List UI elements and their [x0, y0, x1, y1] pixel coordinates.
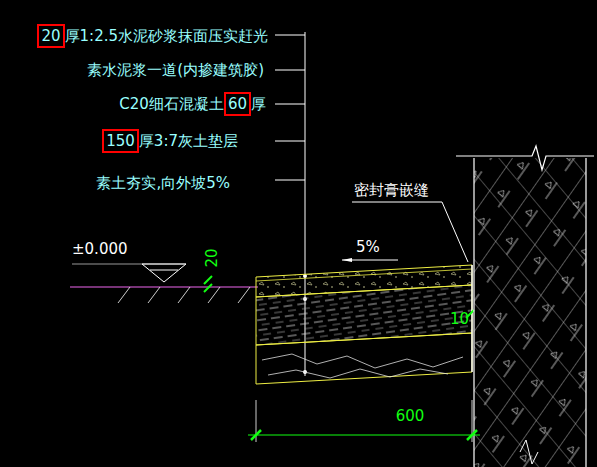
- layer-note: 厚: [251, 95, 266, 113]
- slope-label: 5%: [356, 238, 380, 256]
- elevation-label: ±0.000: [72, 240, 128, 258]
- note-row: 素土夯实,向外坡5%: [96, 174, 230, 192]
- sealant-note: 密封膏嵌缝: [354, 181, 429, 199]
- note-row: C20细石混凝土60厚: [119, 92, 266, 116]
- highlighted-number: 60: [224, 92, 251, 116]
- layer-note: 素土夯实,向外坡5%: [96, 174, 230, 192]
- highlighted-number: 20: [37, 24, 64, 48]
- dimension-label: 600: [396, 407, 425, 425]
- note-row: 20厚1:2.5水泥砂浆抹面压实赶光: [37, 24, 268, 48]
- highlighted-number: 150: [102, 129, 139, 153]
- layer-note: C20细石混凝土: [119, 95, 224, 113]
- layer-note: 厚3:7灰土垫层: [139, 132, 238, 150]
- note-row: 素水泥浆一道(内掺建筑胶): [87, 61, 264, 79]
- layer-note: 厚1:2.5水泥砂浆抹面压实赶光: [65, 27, 268, 45]
- note-row: 150厚3:7灰土垫层: [102, 129, 238, 153]
- dimension-label: 10: [450, 310, 469, 328]
- dimension-label: 20: [203, 248, 221, 267]
- layer-note: 素水泥浆一道(内掺建筑胶): [87, 61, 264, 79]
